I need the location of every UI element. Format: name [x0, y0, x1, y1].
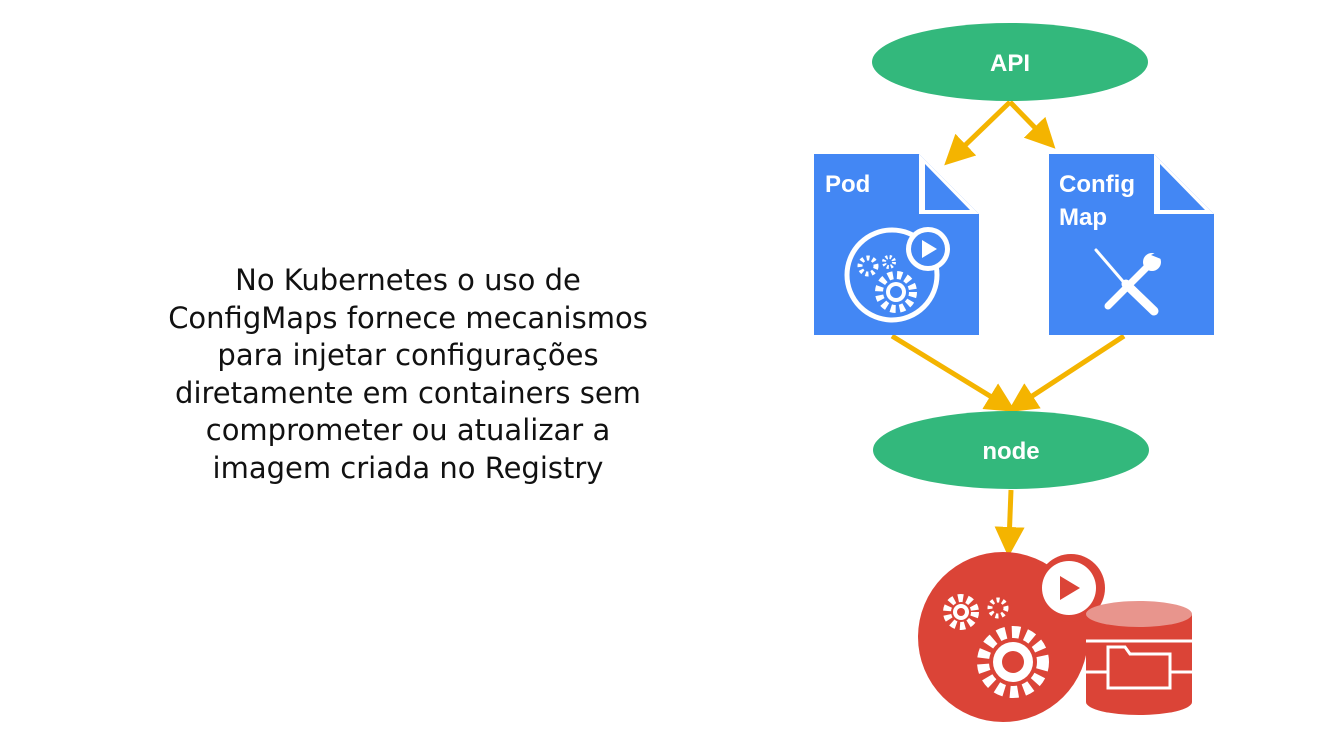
connectors	[890, 100, 1126, 557]
arrow-api-to-pod	[944, 100, 1012, 166]
storage-folder-icon	[1086, 601, 1192, 715]
pod-document: Pod	[814, 154, 979, 335]
api-label: API	[990, 50, 1030, 77]
configmap-document: Config Map	[1049, 154, 1214, 335]
configmap-label-line2: Map	[1059, 204, 1107, 231]
configmap-label-line1: Config	[1059, 171, 1135, 198]
node-node: node	[873, 411, 1149, 489]
description-text: No Kubernetes o uso de ConfigMaps fornec…	[168, 263, 648, 485]
arrow-api-to-configmap	[1008, 100, 1056, 149]
pod-label: Pod	[825, 171, 870, 198]
arrow-node-to-container	[994, 489, 1025, 557]
wrench-screwdriver-icon	[1094, 248, 1166, 316]
node-label: node	[982, 438, 1039, 465]
arrow-pod-to-node	[890, 333, 1016, 412]
container-gears-icon	[918, 552, 1105, 722]
api-node: API	[872, 23, 1148, 101]
gears-play-icon	[844, 227, 950, 323]
arrow-configmap-to-node	[1007, 333, 1126, 413]
